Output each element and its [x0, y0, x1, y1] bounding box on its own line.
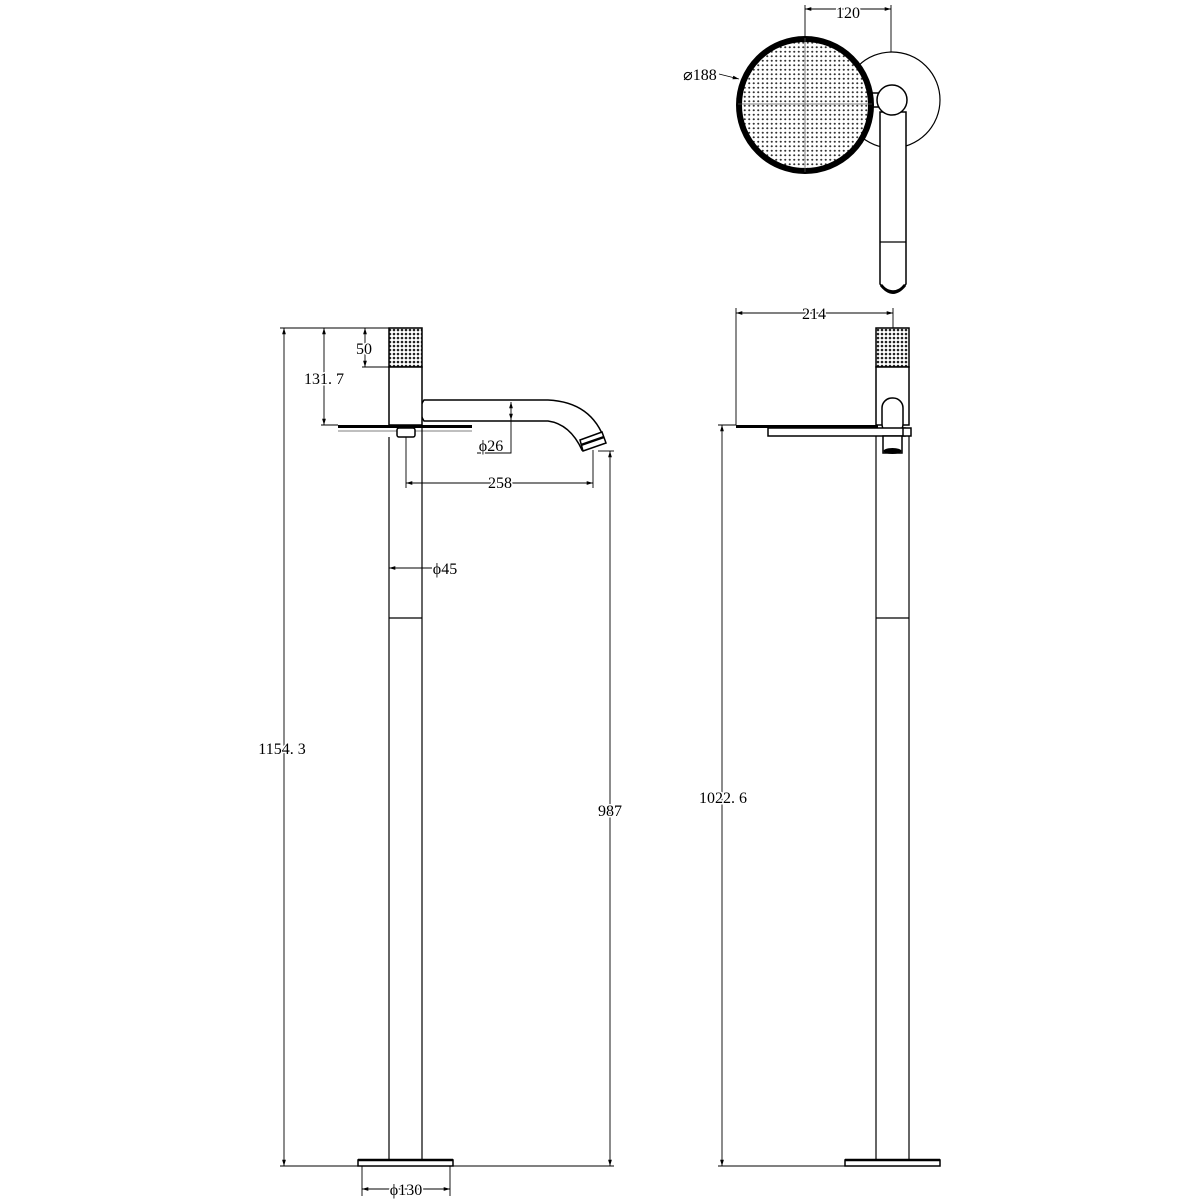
handle-arm — [879, 111, 907, 292]
dim-26-leader — [477, 420, 512, 454]
handle-hub — [876, 84, 908, 116]
side-view: 214 1022. 6 — [698, 305, 941, 1167]
dim-50-label: 50 — [356, 341, 372, 358]
knurled-handle-side — [875, 327, 910, 368]
deck-plate-side — [736, 425, 878, 428]
knurled-handle — [388, 327, 423, 368]
dim-1154-label: 1154. 3 — [258, 741, 305, 758]
front-view: 1154. 3 131. 7 50 ϕ26 258 ϕ45 987 ϕ130 — [257, 327, 624, 1200]
spout-aerator-band — [580, 435, 605, 447]
plan-view: 120 ⌀188 — [682, 4, 941, 294]
dim-26-label: ϕ26 — [479, 438, 503, 455]
dim-258-label: 258 — [488, 475, 512, 492]
dim-188-leader — [718, 73, 740, 80]
deck-collar — [396, 427, 416, 438]
deck-plate-tab — [902, 427, 912, 437]
dim-214-label: 214 — [802, 306, 826, 323]
upper-body — [388, 366, 423, 426]
aerator-outlet — [883, 448, 902, 454]
dim-45-label: ϕ45 — [433, 561, 457, 578]
dim-1022-label: 1022. 6 — [699, 790, 747, 807]
deck-plate — [338, 425, 472, 428]
dim-188-label: ⌀188 — [683, 67, 717, 84]
deck-plate-edge — [767, 427, 906, 437]
dim-120-label: 120 — [836, 5, 860, 22]
dim-131-label: 131. 7 — [304, 371, 344, 388]
dim-130-label: ϕ130 — [390, 1182, 422, 1199]
dim-987-label: 987 — [598, 803, 622, 820]
handle-arm-tip — [879, 284, 907, 294]
